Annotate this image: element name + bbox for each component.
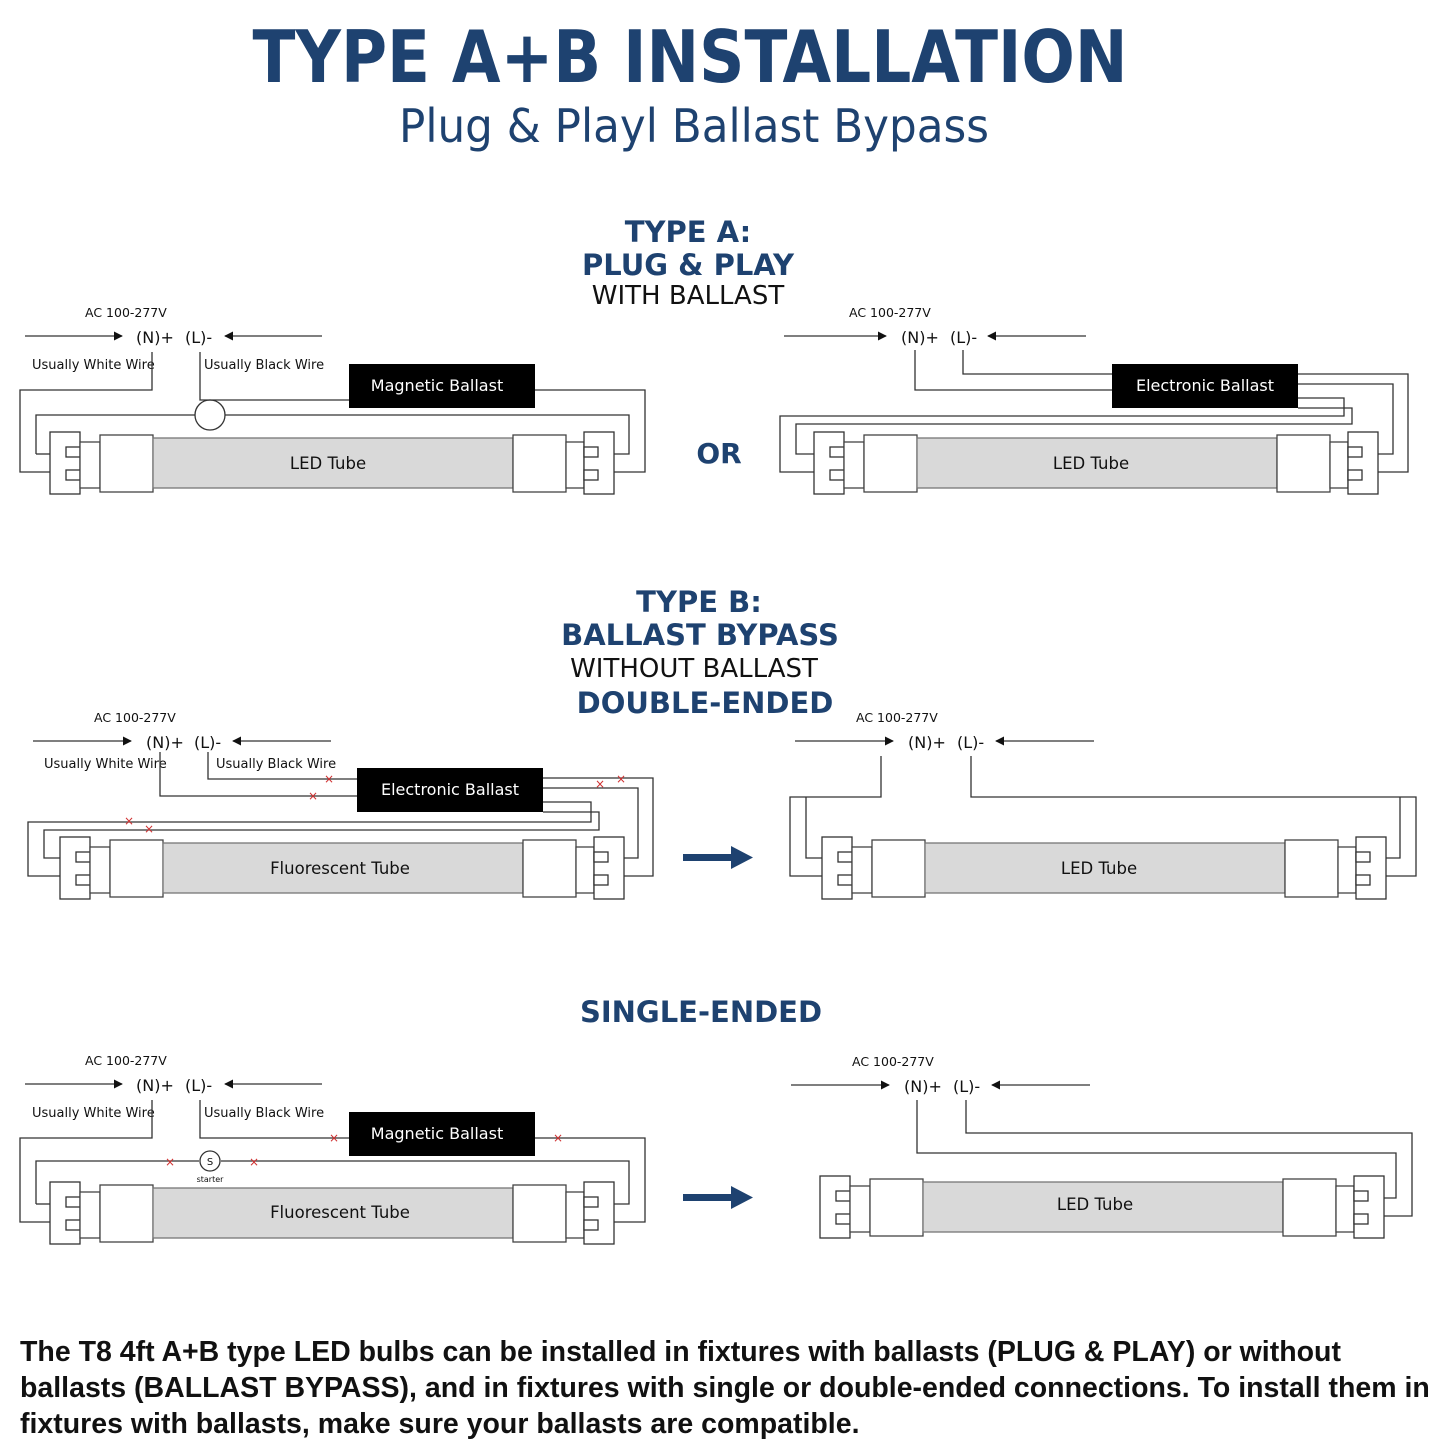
voltage-label: AC 100-277V [849,305,931,320]
black-wire-label: Usually Black Wire [204,358,324,373]
electronic-ballast-box [1112,364,1298,408]
fluorescent-tube-label: Fluorescent Tube [270,859,410,878]
electronic-ballast-label: Electronic Ballast [381,780,519,799]
starter-label: starter [197,1175,225,1184]
type-b-double-ended-after: AC 100-277V (N)+ (L)- LED Tube [789,710,1417,900]
black-wire-label: Usually Black Wire [204,1106,324,1121]
type-b-line4: DOUBLE-ENDED [577,686,834,720]
cut-mark: × [308,789,318,803]
line-label: (L)- [957,733,984,752]
voltage-label: AC 100-277V [85,305,167,320]
type-b-line2: BALLAST BYPASS [561,618,839,652]
led-tube-label: LED Tube [1061,859,1137,878]
white-wire-label: Usually White Wire [44,757,167,772]
type-b-line3: WITHOUT BALLAST [570,654,818,684]
neutral-label: (N)+ [136,328,174,347]
neutral-label: (N)+ [901,328,939,347]
magnetic-ballast-label: Magnetic Ballast [371,1124,503,1143]
fluorescent-tube-label: Fluorescent Tube [270,1203,410,1222]
line-label: (L)- [950,328,977,347]
led-tube-label: LED Tube [1053,454,1129,473]
starter-symbol: S [207,1157,213,1168]
black-wire-label: Usually Black Wire [216,757,336,772]
cut-mark: × [249,1155,259,1169]
cut-mark: × [324,772,334,786]
single-ended-before: AC 100-277V (N)+ (L)- Usually White Wire… [19,1053,646,1245]
electronic-ballast-label: Electronic Ballast [1136,376,1274,395]
voltage-label: AC 100-277V [856,710,938,725]
type-a-heading: TYPE A: [625,215,752,249]
type-b-heading: TYPE B: [636,585,762,619]
neutral-label: (N)+ [904,1077,942,1096]
footer-description: The T8 4ft A+B type LED bulbs can be ins… [20,1336,1430,1440]
cut-mark: × [144,822,154,836]
line-label: (L)- [194,733,221,752]
magnetic-ballast-box [349,364,535,408]
type-a-electronic-diagram: AC 100-277V (N)+ (L)- Electronic Ballast… [779,305,1409,495]
electronic-ballast-box [357,768,543,812]
magnetic-ballast-label: Magnetic Ballast [371,376,503,395]
led-tube-label: LED Tube [290,454,366,473]
conversion-arrow [683,846,753,869]
voltage-label: AC 100-277V [94,710,176,725]
or-label: OR [696,437,741,470]
cut-mark: × [616,772,626,786]
single-ended-heading: SINGLE-ENDED [580,995,822,1029]
neutral-label: (N)+ [908,733,946,752]
single-ended-after: AC 100-277V (N)+ (L)- LED Tube [791,1054,1413,1239]
cut-mark: × [165,1155,175,1169]
neutral-label: (N)+ [136,1076,174,1095]
voltage-label: AC 100-277V [85,1053,167,1068]
line-label: (L)- [185,328,212,347]
cut-mark: × [553,1131,563,1145]
neutral-label: (N)+ [146,733,184,752]
magnetic-ballast-box [349,1112,535,1156]
white-wire-label: Usually White Wire [32,1106,155,1121]
conversion-arrow [683,1186,753,1209]
type-b-double-ended-before: AC 100-277V (N)+ (L)- Usually White Wire… [27,710,654,900]
white-wire-label: Usually White Wire [32,358,155,373]
line-label: (L)- [953,1077,980,1096]
page-subtitle: Plug & Playl Ballast Bypass [399,99,989,153]
type-a-line2: PLUG & PLAY [582,248,795,282]
cut-mark: × [329,1131,339,1145]
line-label: (L)- [185,1076,212,1095]
type-a-line3: WITH BALLAST [592,281,785,311]
led-tube-label: LED Tube [1057,1195,1133,1214]
type-a-magnetic-diagram: AC 100-277V (N)+ (L)- Usually White Wire… [19,305,646,495]
voltage-label: AC 100-277V [852,1054,934,1069]
page-title: TYPE A+B INSTALLATION [253,15,1128,99]
cut-mark: × [595,777,605,791]
cut-mark: × [124,814,134,828]
